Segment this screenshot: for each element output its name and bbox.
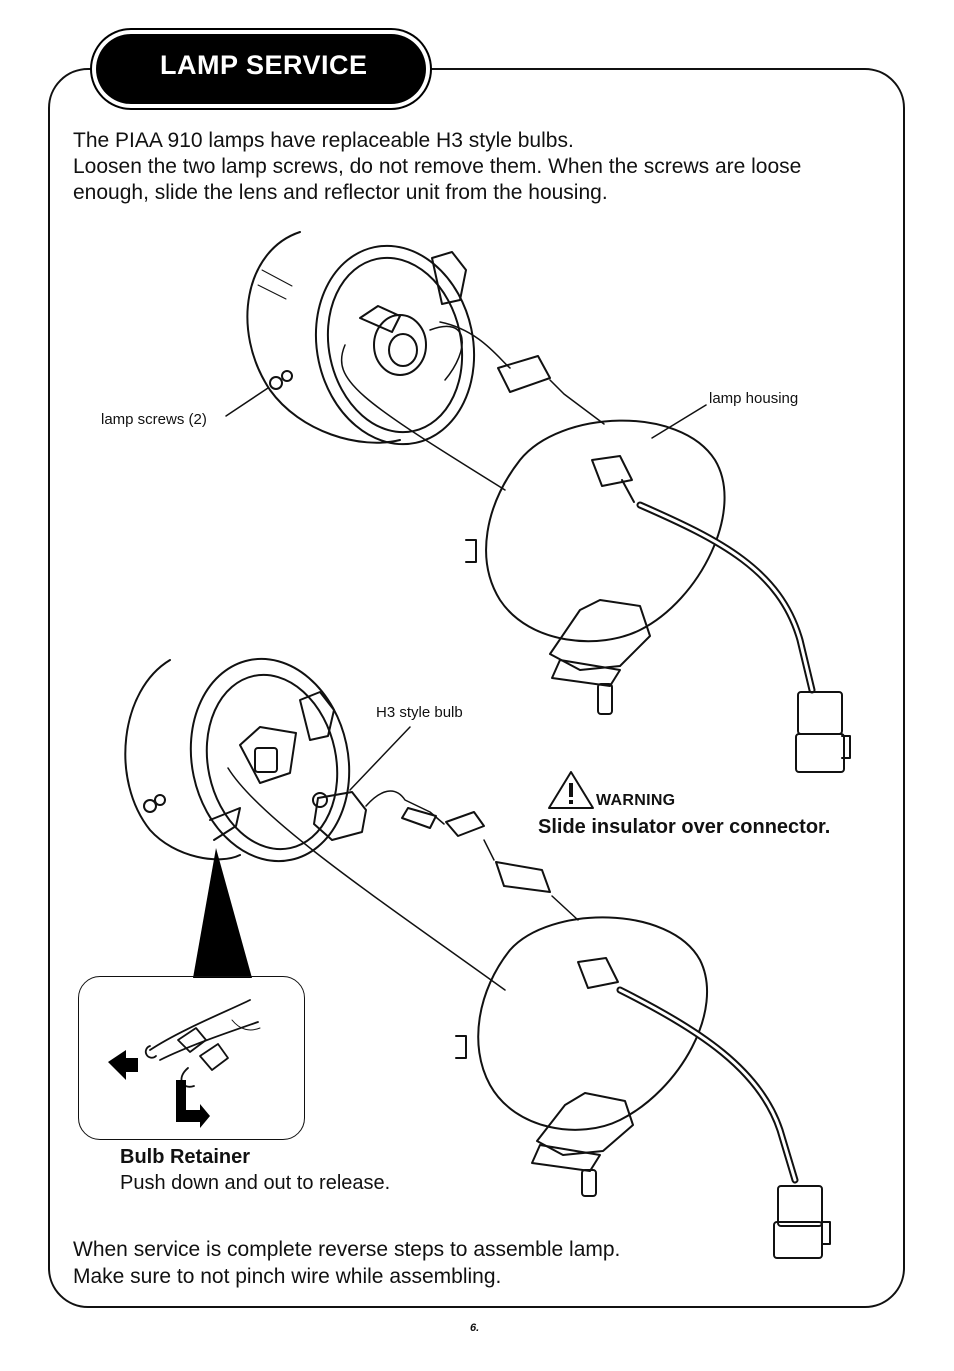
retainer-detail-box: [78, 976, 305, 1140]
upper-lamp-housing: [465, 419, 851, 773]
arrow-left-icon: [108, 1050, 138, 1080]
retainer-title: Bulb Retainer: [120, 1146, 251, 1168]
warning-text: Slide insulator over connector.: [538, 816, 831, 838]
outro-line-1: When service is complete reverse steps t…: [73, 1238, 621, 1261]
intro-text: The PIAA 910 lamps have replaceable H3 s…: [73, 128, 873, 206]
section-title: LAMP SERVICE: [160, 50, 368, 80]
arrow-down-icon: [176, 1080, 210, 1128]
warning-icon: [548, 771, 594, 809]
retainer-text: Push down and out to release.: [120, 1172, 391, 1194]
lower-lens-unit: [124, 657, 351, 863]
lower-lamp-housing: [455, 916, 831, 1259]
warning-heading: WARNING: [596, 792, 676, 809]
intro-line-2: Loosen the two lamp screws, do not remov…: [73, 155, 802, 204]
section-title-badge: LAMP SERVICE: [96, 34, 426, 104]
content-frame: [48, 68, 905, 1308]
outro-line-2: Make sure to not pinch wire while assemb…: [73, 1265, 502, 1288]
intro-line-1: The PIAA 910 lamps have replaceable H3 s…: [73, 129, 574, 152]
upper-lens-unit: [246, 231, 476, 446]
label-lamp-housing: lamp housing: [709, 390, 799, 407]
label-h3-bulb: H3 style bulb: [376, 704, 463, 721]
outro-text: When service is complete reverse steps t…: [73, 1236, 620, 1290]
callout-pointer: [193, 848, 252, 978]
label-lamp-screws: lamp screws (2): [101, 411, 207, 428]
page-number: 6.: [470, 1322, 480, 1334]
